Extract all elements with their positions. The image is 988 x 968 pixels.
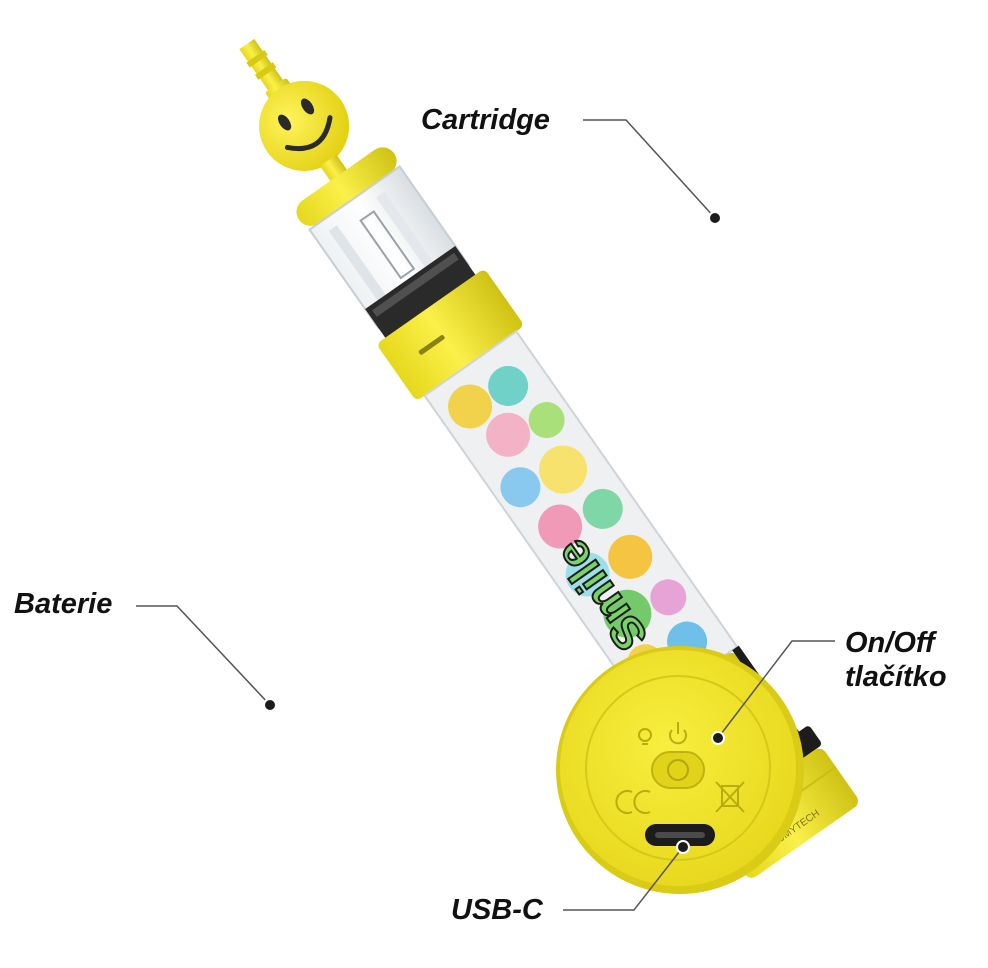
leader-line-battery bbox=[136, 605, 271, 706]
label-cartridge: Cartridge bbox=[421, 104, 550, 136]
leader-dot-cartridge bbox=[708, 211, 722, 225]
smiley-face-icon bbox=[259, 80, 350, 171]
usb-c-port[interactable] bbox=[645, 824, 715, 846]
base-bottom-view bbox=[556, 646, 804, 894]
power-button[interactable] bbox=[651, 751, 705, 789]
drip-tip-ring bbox=[296, 147, 397, 226]
label-usb-c: USB-C bbox=[451, 894, 543, 926]
power-symbol-icon bbox=[669, 722, 687, 745]
label-on-off-line2: tlačítko bbox=[845, 661, 947, 693]
label-battery: Baterie bbox=[14, 588, 113, 620]
bulb-icon bbox=[638, 728, 652, 745]
leader-line-usb-c bbox=[563, 846, 684, 911]
leader-line-on-off bbox=[717, 640, 835, 739]
leader-dot-usb-c bbox=[676, 840, 690, 854]
top-collar bbox=[378, 270, 523, 400]
weee-bin-icon bbox=[715, 781, 745, 813]
ce-mark-icon bbox=[615, 790, 651, 814]
leader-line-cartridge bbox=[583, 119, 716, 219]
leader-dot-battery bbox=[263, 698, 277, 712]
leader-dot-on-off bbox=[711, 731, 725, 745]
label-on-off-button: On/Off tlačítko bbox=[845, 626, 947, 694]
label-on-off-line1: On/Off bbox=[845, 627, 935, 659]
cartridge bbox=[308, 165, 476, 339]
